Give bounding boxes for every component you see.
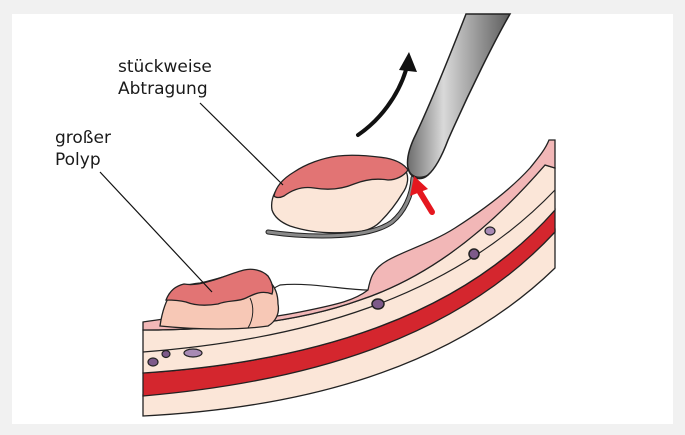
piecemeal-leader-line xyxy=(200,103,283,185)
piecemeal-label-line1: stückweise xyxy=(118,56,212,78)
lift-direction-arrow xyxy=(358,52,417,135)
polyp-label-line1: großer xyxy=(55,127,111,149)
snare-pull-arrow xyxy=(410,176,432,212)
resected-tissue xyxy=(272,155,408,233)
large-polyp xyxy=(160,269,278,329)
large-polyp-label: großer Polyp xyxy=(55,127,111,171)
piecemeal-label-line2: Abtragung xyxy=(118,78,212,100)
polyp-label-line2: Polyp xyxy=(55,149,111,171)
piecemeal-resection-label: stückweise Abtragung xyxy=(118,56,212,100)
polyp-leader-line xyxy=(100,172,212,292)
endoscope-sheath xyxy=(407,14,510,179)
